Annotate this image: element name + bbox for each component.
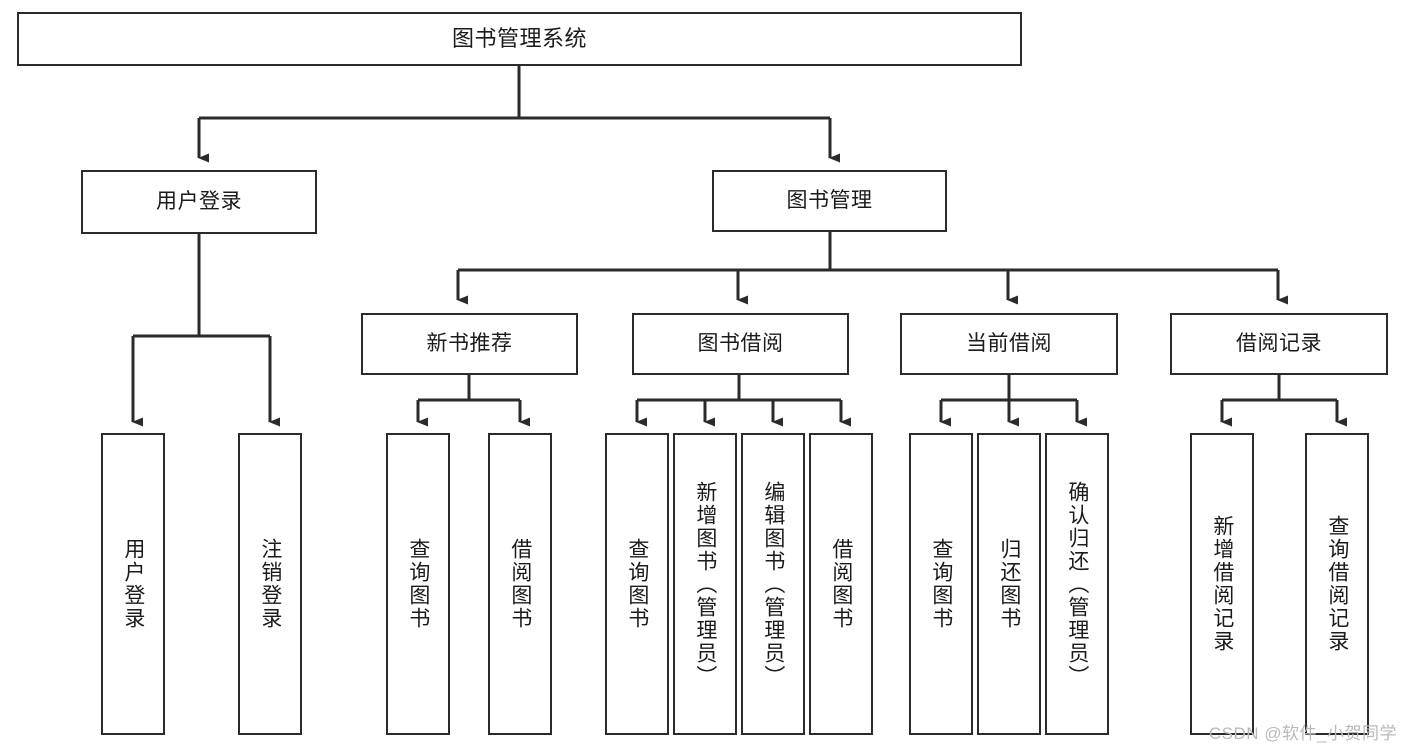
node-label: 查询图书	[625, 538, 649, 630]
leaf-add-borrow-record[interactable]: 新增借阅记录	[1190, 433, 1254, 735]
leaf-query-book-current[interactable]: 查询图书	[909, 433, 973, 735]
node-label: 当前借阅	[966, 331, 1052, 355]
leaf-return-book[interactable]: 归还图书	[977, 433, 1041, 735]
node-borrow-record[interactable]: 借阅记录	[1170, 313, 1388, 375]
leaf-confirm-return-admin[interactable]: 确认归还（管理员）	[1045, 433, 1109, 735]
node-label: 查询图书	[406, 538, 430, 630]
node-label: 新增借阅记录	[1210, 515, 1234, 653]
node-label: 图书借阅	[697, 331, 784, 355]
node-user-login[interactable]: 用户登录	[81, 170, 317, 234]
leaf-edit-book-admin[interactable]: 编辑图书（管理员）	[741, 433, 805, 735]
node-label: 归还图书	[997, 538, 1021, 630]
node-label: 用户登录	[156, 189, 242, 213]
leaf-query-borrow-record[interactable]: 查询借阅记录	[1305, 433, 1369, 735]
leaf-logout[interactable]: 注销登录	[238, 433, 302, 735]
leaf-borrow-book-newbook[interactable]: 借阅图书	[488, 433, 552, 735]
node-label: 注销登录	[258, 538, 282, 630]
leaf-query-book-newbook[interactable]: 查询图书	[386, 433, 450, 735]
node-label: 查询图书	[929, 538, 953, 630]
leaf-add-book-admin[interactable]: 新增图书（管理员）	[673, 433, 737, 735]
node-label: 新书推荐	[426, 331, 513, 355]
node-label: 新增图书（管理员）	[693, 480, 717, 688]
node-label: 图书管理系统	[451, 26, 587, 52]
node-root-system[interactable]: 图书管理系统	[17, 12, 1022, 66]
node-label: 用户登录	[121, 538, 145, 630]
node-book-management[interactable]: 图书管理	[712, 170, 947, 232]
watermark: CSDN @软件_小贺同学	[1208, 724, 1397, 743]
node-label: 借阅记录	[1236, 331, 1322, 355]
node-label: 借阅图书	[508, 538, 532, 630]
node-label: 查询借阅记录	[1325, 515, 1349, 653]
leaf-borrow-book[interactable]: 借阅图书	[809, 433, 873, 735]
node-label: 图书管理	[786, 188, 873, 212]
node-current-borrow[interactable]: 当前借阅	[900, 313, 1118, 375]
leaf-query-book-borrow[interactable]: 查询图书	[605, 433, 669, 735]
node-new-book-recommend[interactable]: 新书推荐	[361, 313, 578, 375]
node-label: 借阅图书	[829, 538, 853, 630]
node-book-borrow[interactable]: 图书借阅	[632, 313, 849, 375]
leaf-user-login[interactable]: 用户登录	[101, 433, 165, 735]
node-label: 确认归还（管理员）	[1065, 480, 1089, 688]
node-label: 编辑图书（管理员）	[761, 480, 785, 688]
